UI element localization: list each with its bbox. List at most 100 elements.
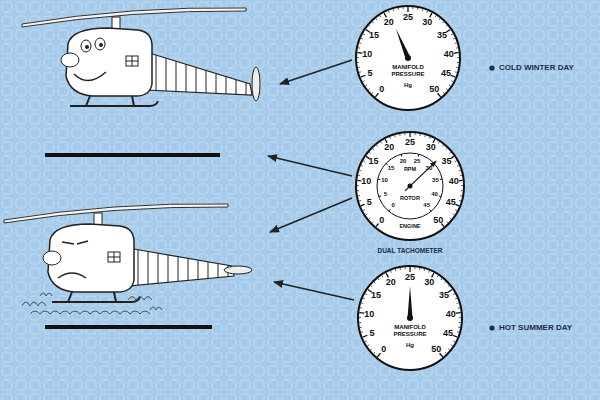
scale-tick xyxy=(360,307,362,308)
scale-tick xyxy=(374,282,375,283)
condition-label: COLD WINTER DAY xyxy=(499,63,574,72)
inner-dial-number: 30 xyxy=(426,165,433,172)
dial-number: 15 xyxy=(371,290,381,300)
scale-tick xyxy=(437,276,438,278)
scale-tick xyxy=(361,331,363,333)
pointer-arrow xyxy=(280,60,352,84)
scale-tick xyxy=(380,16,381,18)
eye xyxy=(81,40,91,52)
inner-scale-tick xyxy=(440,179,442,181)
scale-tick xyxy=(451,345,453,346)
scale-tick xyxy=(455,298,457,300)
scale-tick xyxy=(460,175,462,176)
scale-tick xyxy=(438,142,439,144)
scale-tick xyxy=(448,349,450,350)
scale-tick xyxy=(445,282,446,283)
window xyxy=(108,252,120,262)
scale-tick xyxy=(365,340,367,342)
scale-tick xyxy=(435,16,436,18)
scale-tick xyxy=(446,89,448,90)
unit-label: Hg xyxy=(406,342,414,349)
scale-tick xyxy=(372,222,373,223)
tail-rotor xyxy=(252,67,260,101)
scale-tick xyxy=(400,268,401,270)
nose xyxy=(43,251,61,265)
dial-number: 0 xyxy=(379,84,384,94)
scale-tick xyxy=(448,285,450,286)
manifold-pressure-gauge: 05101520253035404550MANIFOLD PRESSUREHg xyxy=(357,265,463,371)
nose xyxy=(61,53,79,67)
scale-tick xyxy=(442,145,443,147)
scale-tick xyxy=(457,302,459,304)
scale-tick xyxy=(412,7,413,9)
scale-tick xyxy=(446,148,447,149)
scale-tick xyxy=(455,42,457,44)
scale-tick xyxy=(426,11,428,13)
inner-scale-tick xyxy=(401,154,403,156)
window-frame xyxy=(108,252,120,262)
rotor-label: ROTOR xyxy=(400,195,420,201)
scale-tick xyxy=(363,160,365,162)
inner-scale-ring xyxy=(377,153,443,219)
dial-number: 25 xyxy=(403,12,413,22)
inner-scale-tick xyxy=(386,163,388,165)
inner-dial-number: 35 xyxy=(432,177,439,184)
dial-number: 25 xyxy=(405,137,415,147)
scale-tick xyxy=(368,89,370,90)
scale-tick xyxy=(457,165,459,167)
scale-tick xyxy=(424,135,426,137)
helicopter-hot xyxy=(4,204,252,302)
inner-dial-number: 45 xyxy=(423,202,430,209)
pointer-arrow xyxy=(268,156,352,176)
scale-tick xyxy=(378,278,379,280)
gauge-rim xyxy=(358,266,462,370)
scale-tick xyxy=(369,152,371,153)
scale-tick xyxy=(453,38,455,40)
gauge-name: MANIFOLD PRESSURE xyxy=(386,64,430,78)
scale-tick xyxy=(443,22,444,23)
scale-tick xyxy=(363,209,365,211)
scale-tick xyxy=(388,11,390,13)
scale-tick xyxy=(377,353,380,357)
scale-tick xyxy=(359,170,361,172)
scale-tick xyxy=(455,209,457,211)
scale-tick xyxy=(374,352,375,353)
dial-number: 25 xyxy=(405,272,415,282)
scale-tick xyxy=(455,204,459,205)
dial-number: 50 xyxy=(431,344,441,354)
dial-number: 30 xyxy=(424,277,434,287)
window xyxy=(126,56,138,66)
frown xyxy=(58,273,86,278)
scale-tick xyxy=(358,47,360,48)
scale-tick xyxy=(407,7,408,12)
scale-tick xyxy=(399,134,400,136)
scale-tick xyxy=(405,267,406,269)
scale-tick xyxy=(443,92,444,93)
scale-tick xyxy=(358,67,360,68)
inner-dial-number: 25 xyxy=(414,158,421,165)
scale-tick xyxy=(398,8,399,10)
needle-hub xyxy=(408,184,413,189)
scale-tick xyxy=(359,322,361,323)
window-frame xyxy=(126,56,138,66)
needle xyxy=(408,286,413,318)
scale-tick xyxy=(459,170,461,172)
main-rotor xyxy=(4,204,228,223)
scale-tick xyxy=(457,57,459,58)
inner-scale-tick xyxy=(418,154,420,156)
scale-tick xyxy=(371,285,373,286)
dial-number: 5 xyxy=(369,328,374,338)
unit-label: Hg xyxy=(404,82,412,89)
scale-tick xyxy=(453,293,455,295)
dial-number: 35 xyxy=(439,290,449,300)
boom-truss xyxy=(156,55,246,95)
needle-hub xyxy=(405,55,411,61)
tail-boom xyxy=(128,248,234,286)
tail-rotor xyxy=(224,266,252,274)
scale-tick xyxy=(424,269,426,271)
scale-tick xyxy=(457,62,459,63)
scale-tick xyxy=(393,9,395,11)
needle xyxy=(396,28,411,59)
